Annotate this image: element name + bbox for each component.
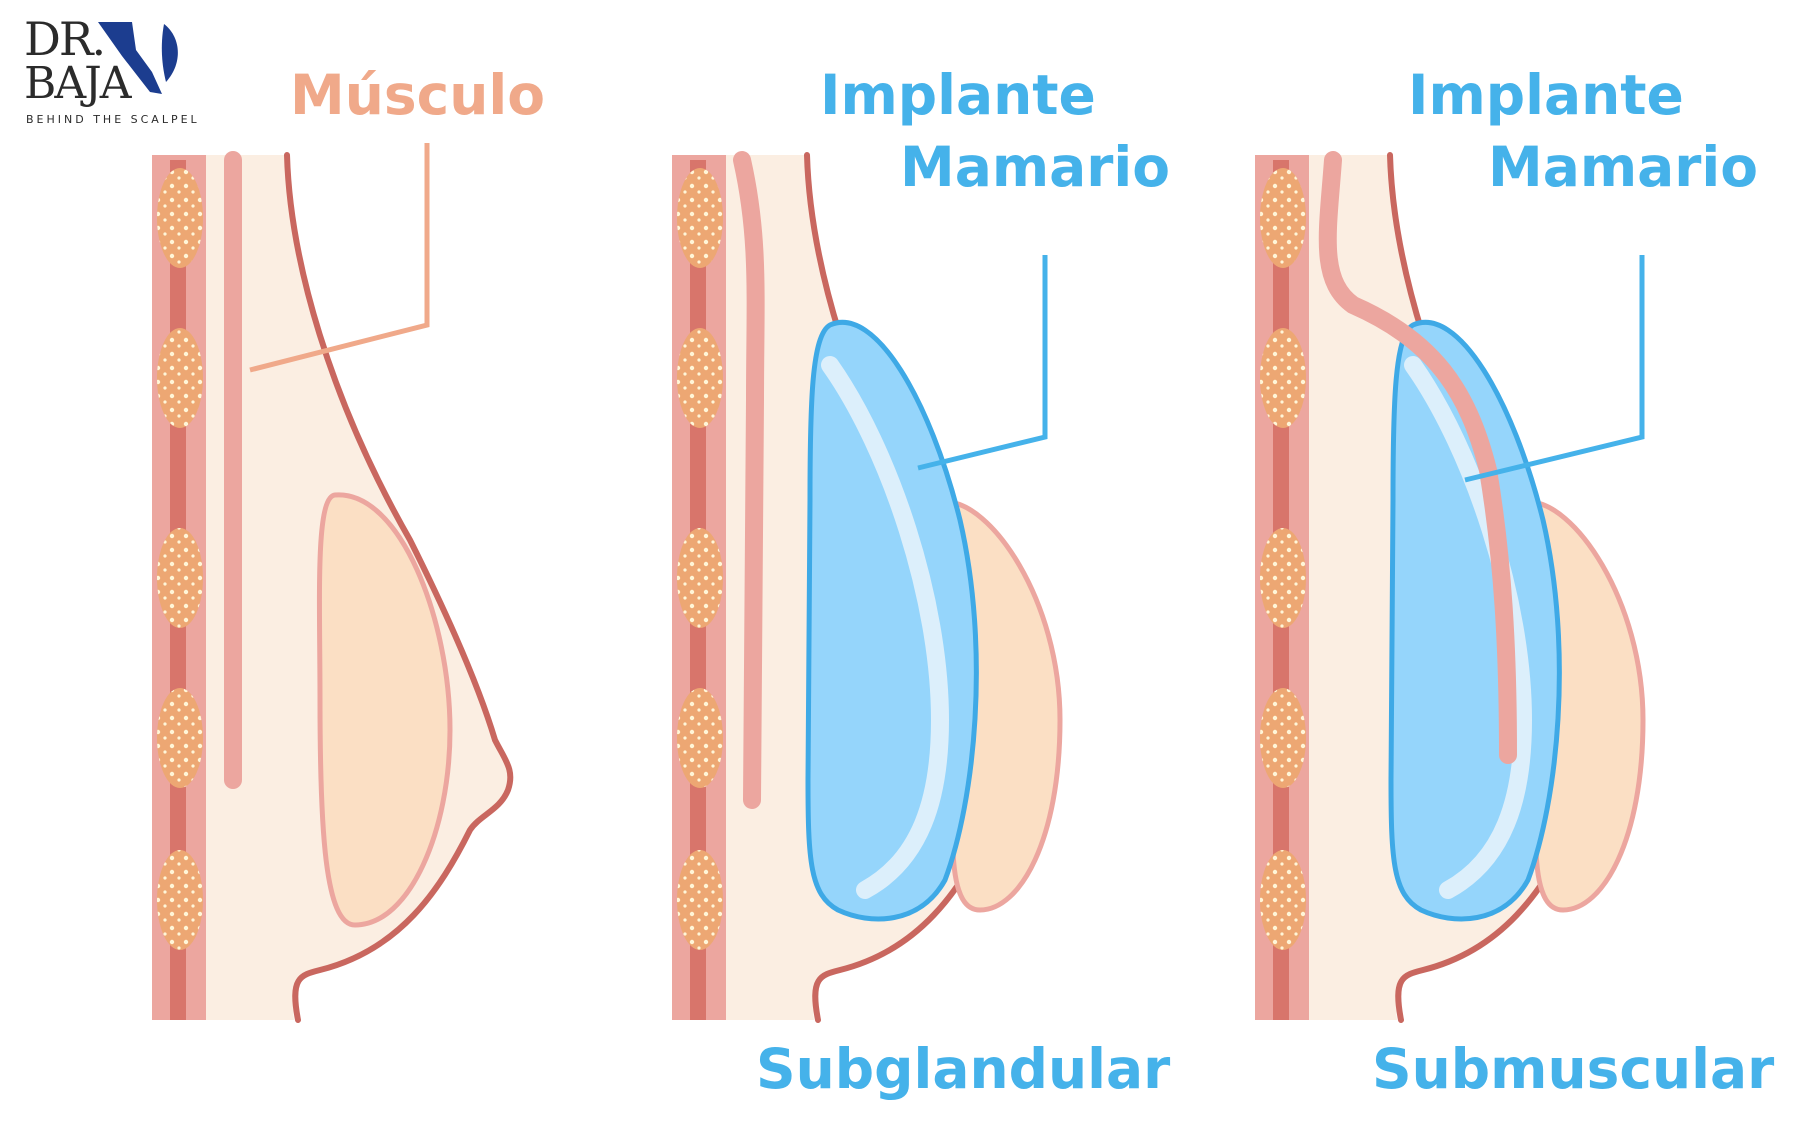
logo: DR. BAJA BEHIND THE SCALPEL [22,14,202,128]
implante-leader-line [1464,255,1645,483]
implante-leader-line [917,255,1048,471]
muscle-layer [733,151,765,809]
label-musculo: Músculo [290,63,546,127]
label-submuscular: Submuscular [1372,1037,1775,1101]
label-subglandular: Subglandular [756,1037,1171,1101]
implant-shine [821,356,950,899]
label-implante-mamario-1-line1: Implante [820,63,1096,127]
musculo-leader-line [249,143,430,373]
panel-subglandular [672,151,1063,1020]
panel-submuscular [1255,151,1646,1020]
logo-line-baja: BAJA [24,58,132,109]
logo-emblem-icon [98,22,178,94]
mammary-gland [316,492,453,928]
implant-shine [1404,356,1533,899]
logo-tagline: BEHIND THE SCALPEL [26,113,200,126]
label-implante-mamario-2-line1: Implante [1408,63,1684,127]
logo-line-dr: DR. [24,12,106,66]
label-implante-mamario-1-line2: Mamario [900,135,1171,199]
label-implante-mamario-2-line2: Mamario [1488,135,1759,199]
panel-musculo [152,143,510,1020]
breast-implant [805,320,979,922]
muscle-layer [1318,151,1517,764]
